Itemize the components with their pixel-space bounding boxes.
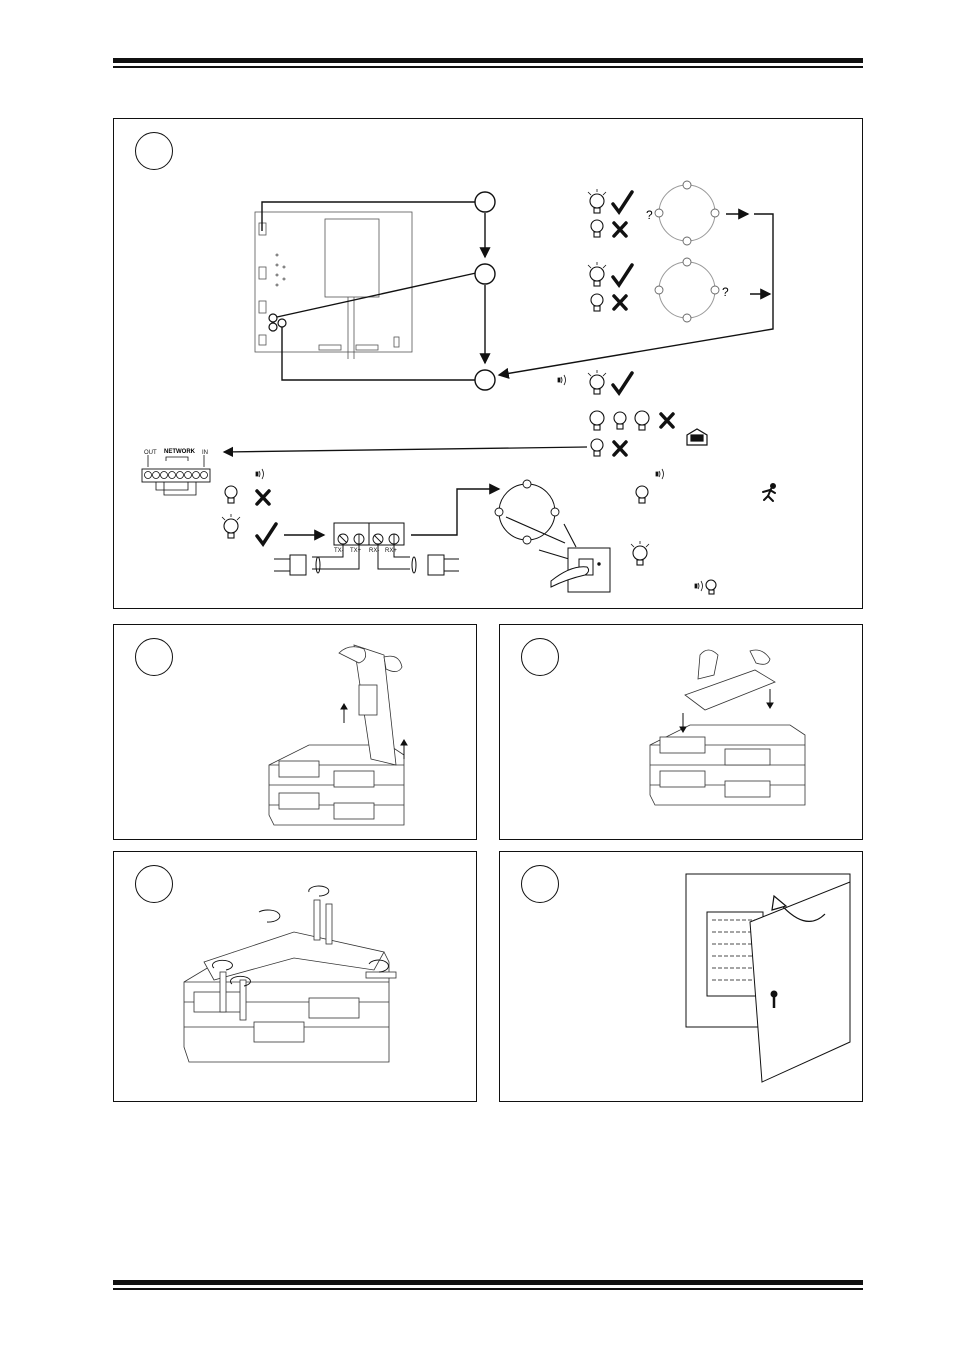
panel-step-3	[499, 624, 863, 840]
network-label: NETWORK	[164, 449, 196, 455]
question-mark-1: ?	[646, 208, 653, 222]
check-icons	[257, 192, 632, 544]
panel-step-5	[499, 851, 863, 1102]
network-diagram-svg: ? ?	[114, 119, 864, 610]
printer-icon	[687, 429, 707, 445]
unlit-bulb-icon	[591, 220, 603, 237]
running-man-icon	[763, 484, 775, 501]
control-board	[255, 212, 412, 359]
footer-rule-thick	[113, 1280, 863, 1285]
panel-step-2	[113, 624, 477, 840]
sound-icons	[256, 375, 664, 479]
insert-chassis-illustration	[500, 625, 864, 841]
terminal-out-label: OUT	[144, 450, 157, 456]
cross-icons	[257, 223, 673, 504]
tx-plus-label: TX+	[350, 548, 362, 554]
terminal-in-label: IN	[202, 450, 208, 456]
ring-diagram-1	[659, 185, 715, 241]
status-symbols-upper	[590, 194, 649, 456]
screw-chassis-illustration	[114, 852, 478, 1103]
panel-network-diagram: ? ?	[113, 118, 863, 609]
footer-rule-thin	[113, 1288, 863, 1290]
header-rule-thick	[113, 58, 863, 63]
reset-switch	[551, 548, 610, 592]
header-rule-thin	[113, 66, 863, 68]
panel-step-4	[113, 851, 477, 1102]
tx-minus-label: TX-	[334, 548, 344, 554]
lit-bulb-icon	[590, 194, 604, 213]
cabinet-door-illustration	[500, 852, 864, 1103]
rx-plus-label: RX+	[385, 548, 397, 554]
question-mark-2: ?	[722, 285, 729, 299]
network-terminal-block: NETWORK OUT IN	[142, 449, 210, 495]
lift-chassis-illustration	[114, 625, 478, 841]
